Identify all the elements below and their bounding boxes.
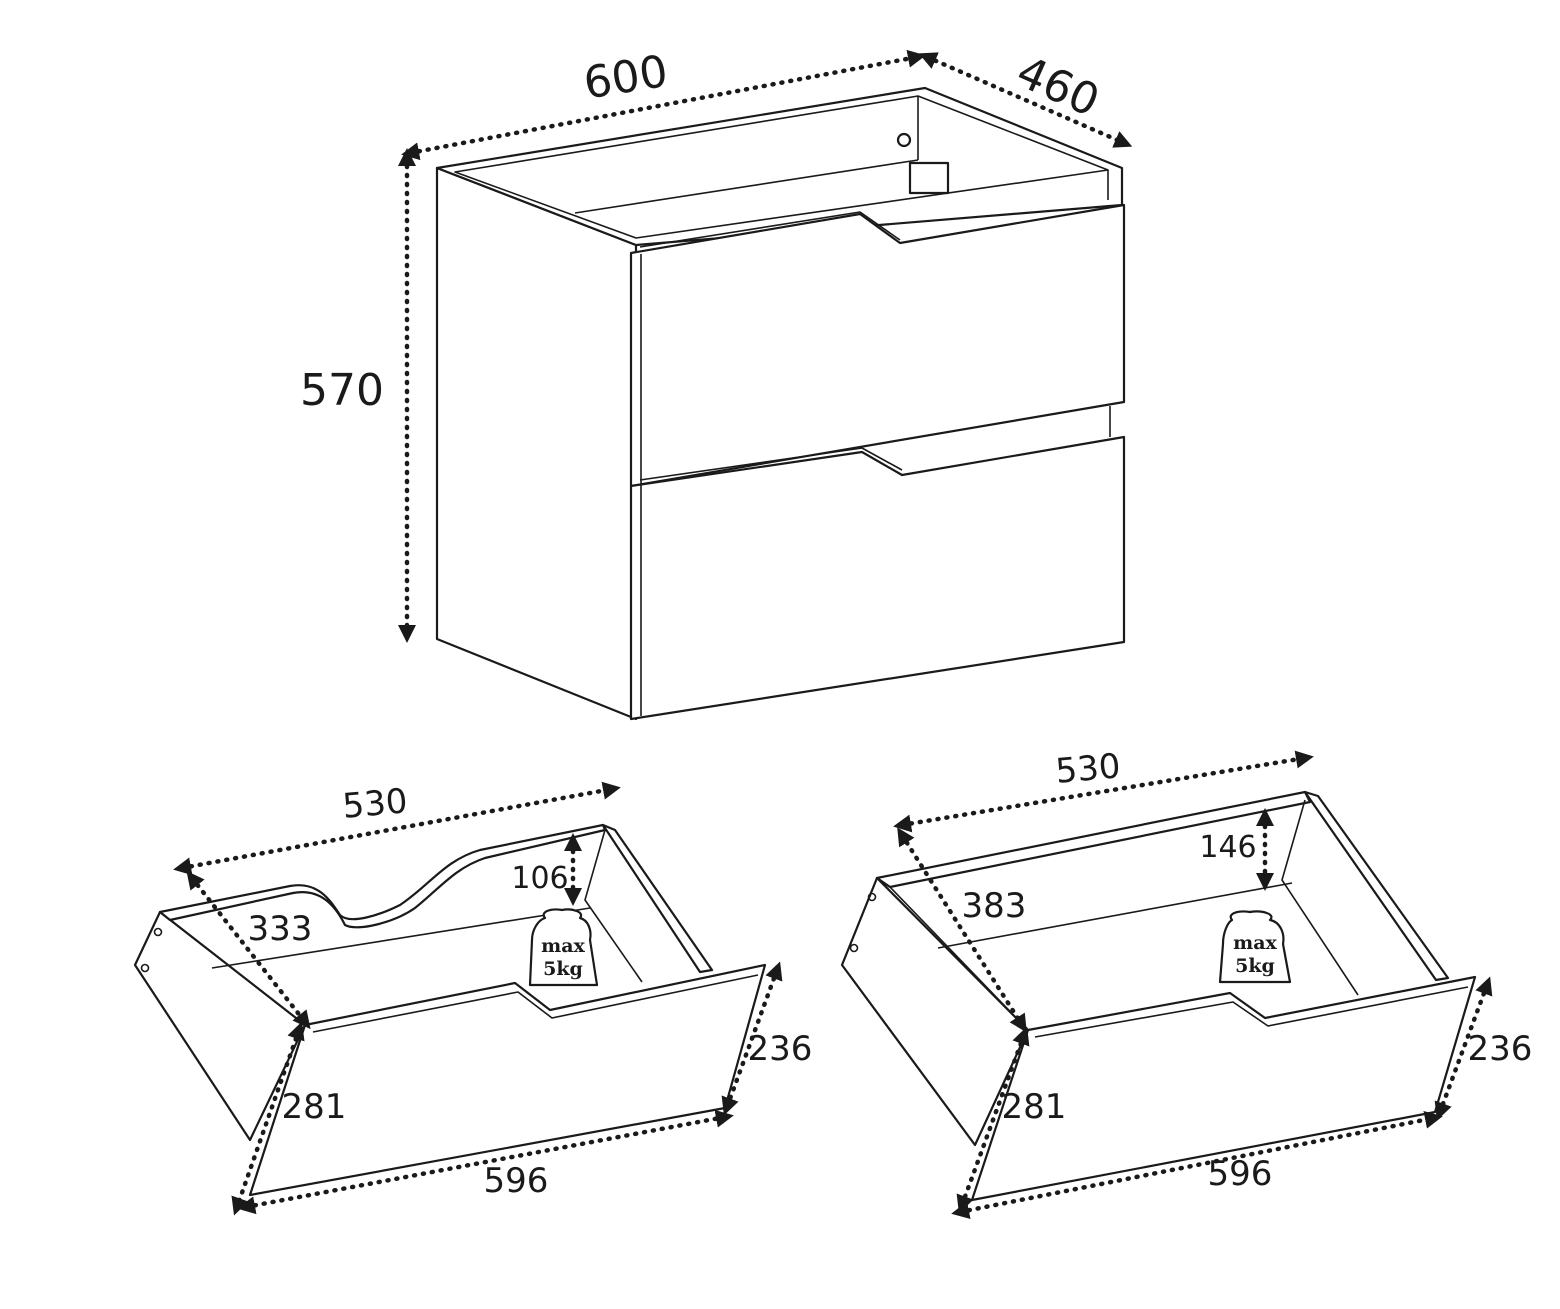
cabinet-side-panel	[435, 166, 638, 721]
cabinet-mounting-hole	[896, 132, 912, 148]
drawer-bottom-inner-depth-line	[897, 827, 1027, 1033]
depth-dimension-line	[918, 52, 1133, 148]
drawer-bottom-load-prefix: max	[1233, 932, 1277, 954]
drawer-top-front-width-label: 596	[484, 1161, 549, 1201]
drawer-bottom-length-label: 530	[1054, 746, 1122, 792]
drawer-bottom-front-width-label: 596	[1208, 1154, 1273, 1194]
max-load-weight-icon-2	[1218, 910, 1292, 984]
drawer-top-length-label: 530	[341, 781, 409, 827]
drawer-top-load-prefix: max	[541, 935, 585, 957]
drawer-bottom-depth-label: 383	[962, 886, 1027, 926]
drawer-top-cutout-label: 106	[511, 861, 568, 896]
drawer-bottom-side-height-label: 281	[1002, 1087, 1067, 1127]
cabinet-bracket	[908, 161, 950, 195]
drawer-bottom-load-label: 5kg	[1235, 955, 1275, 977]
width-dimension-line	[401, 49, 926, 161]
drawer-top-side-height-label: 281	[282, 1087, 347, 1127]
cabinet-height-label: 570	[300, 365, 384, 416]
drawer-top-inner-depth-line	[186, 870, 311, 1030]
drawer-deep	[840, 790, 1477, 1202]
drawer-top-front-height-label: 236	[748, 1029, 813, 1069]
drawer-top-front-height-line	[721, 961, 783, 1116]
drawer-with-cutout	[133, 823, 767, 1197]
drawer-bottom-front-width-line	[951, 1110, 1443, 1220]
upper-drawer-front	[629, 203, 1126, 488]
drawer-bottom-inner-height-label: 146	[1199, 830, 1256, 865]
drawer-bottom-length-line	[893, 750, 1314, 833]
cabinet-width-label: 600	[580, 46, 671, 110]
drawer-top-length-line	[173, 781, 621, 876]
drawer-top-load-label: 5kg	[543, 958, 583, 980]
max-load-weight-icon	[528, 908, 599, 987]
drawer-bottom-front-height-label: 236	[1468, 1029, 1533, 1069]
lower-drawer-front	[629, 435, 1126, 721]
drawer-top-depth-label: 333	[248, 909, 313, 949]
drawer-top-front-width-line	[237, 1109, 734, 1215]
cabinet-drawing	[435, 86, 1126, 721]
